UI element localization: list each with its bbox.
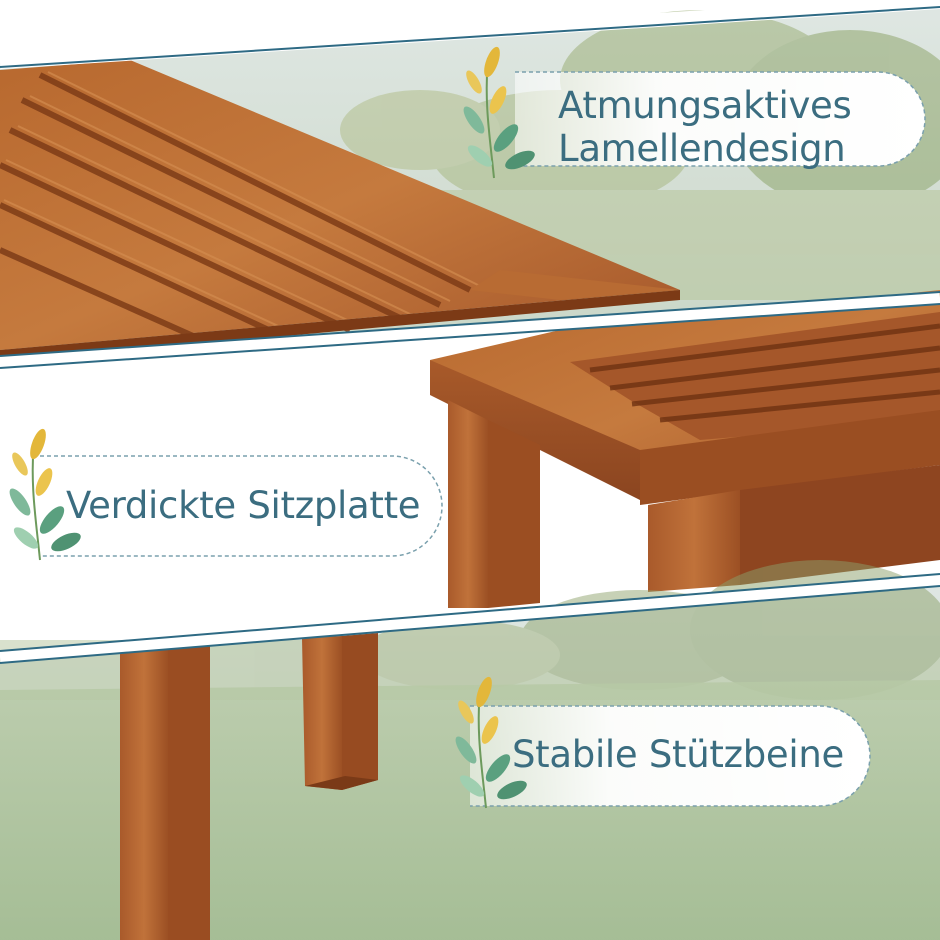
feature-label-line: Lamellendesign xyxy=(558,127,846,170)
leaf-sprig-icon xyxy=(463,46,535,179)
callout-pill-2 xyxy=(40,455,443,557)
feature-label-breathable-slats: Atmungsaktives Lamellendesign xyxy=(558,84,852,170)
callout-pill-1 xyxy=(515,71,926,167)
feature-label-line: Stabile Stützbeine xyxy=(512,733,844,776)
panel-dividers xyxy=(0,0,940,664)
feature-label-line: Verdickte Sitzplatte xyxy=(66,484,421,527)
callout-pill-3 xyxy=(470,705,871,807)
feature-label-thick-seat: Verdickte Sitzplatte xyxy=(66,484,421,527)
panel-seat-edge xyxy=(0,290,940,655)
feature-label-line: Atmungsaktives xyxy=(558,84,852,127)
feature-label-stable-legs: Stabile Stützbeine xyxy=(512,733,844,776)
leaf-sprig-icon xyxy=(455,676,527,809)
leaf-sprig-icon xyxy=(9,428,81,561)
